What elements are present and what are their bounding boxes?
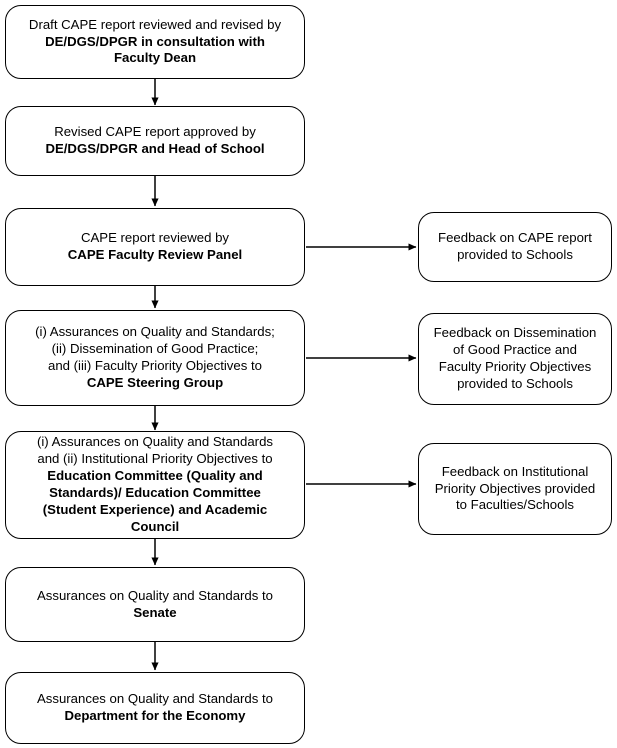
- node-draft-cape-report[interactable]: Draft CAPE report reviewed and revised b…: [5, 5, 305, 79]
- node-text-line: provided to Schools: [457, 247, 573, 262]
- node-text-line: DE/DGS/DPGR in consultation with: [45, 33, 265, 49]
- node-text-line: CAPE report reviewed by: [80, 230, 230, 246]
- node-text-line: Priority Objectives provided: [434, 480, 596, 496]
- node-text-line: Faculty Dean: [113, 50, 197, 66]
- node-text-line: Council: [130, 518, 180, 534]
- node-text-line: Draft CAPE report reviewed and revised b…: [28, 16, 282, 32]
- node-text-line: Feedback on Dissemination: [433, 325, 597, 341]
- node-text-line: of Good Practice and: [453, 342, 577, 358]
- node-text-line: provided to Schools: [457, 375, 573, 391]
- node-text-line: CAPE Steering Group: [86, 374, 224, 390]
- node-text-line: Assurances on Quality and Standards to: [36, 587, 274, 603]
- node-text-line: Feedback on CAPE report: [438, 230, 592, 246]
- node-text-line: Standards)/ Education Committee: [49, 485, 261, 500]
- node-text-line: DE/DGS/DPGR and Head of School: [45, 141, 265, 156]
- node-draft-cape-report-text: Draft CAPE report reviewed and revised b…: [12, 17, 298, 68]
- node-text-line: CAPE Faculty Review Panel: [67, 247, 243, 262]
- node-cape-steering-group-text: (i) Assurances on Quality and Standards;…: [12, 324, 298, 392]
- node-text-line: Department for the Economy: [64, 708, 246, 723]
- node-cape-steering-group[interactable]: (i) Assurances on Quality and Standards;…: [5, 310, 305, 406]
- node-text-line: Assurances on Quality and Standards to: [36, 691, 274, 707]
- node-text-line: Revised CAPE report approved by: [54, 124, 256, 140]
- node-text-line: Education Committee (Quality and: [47, 468, 263, 484]
- node-text-line: and (ii) Institutional Priority Objectiv…: [37, 451, 273, 467]
- node-text-line: (i) Assurances on Quality and Standards;: [35, 324, 275, 340]
- node-text-line: (Student Experience) and Academic: [42, 501, 268, 517]
- node-text-line: (i) Assurances on Quality and Standards: [36, 434, 274, 450]
- node-text-line: (ii) Dissemination of Good Practice;: [51, 341, 259, 357]
- node-text-line: to Faculties/Schools: [455, 497, 574, 513]
- node-text-line: Faculty Priority Objectives: [438, 359, 592, 374]
- node-text-line: and (iii) Faculty Priority Objectives to: [48, 358, 262, 373]
- node-text-line: Feedback on Institutional: [441, 463, 589, 479]
- node-text-line: Senate: [133, 604, 177, 620]
